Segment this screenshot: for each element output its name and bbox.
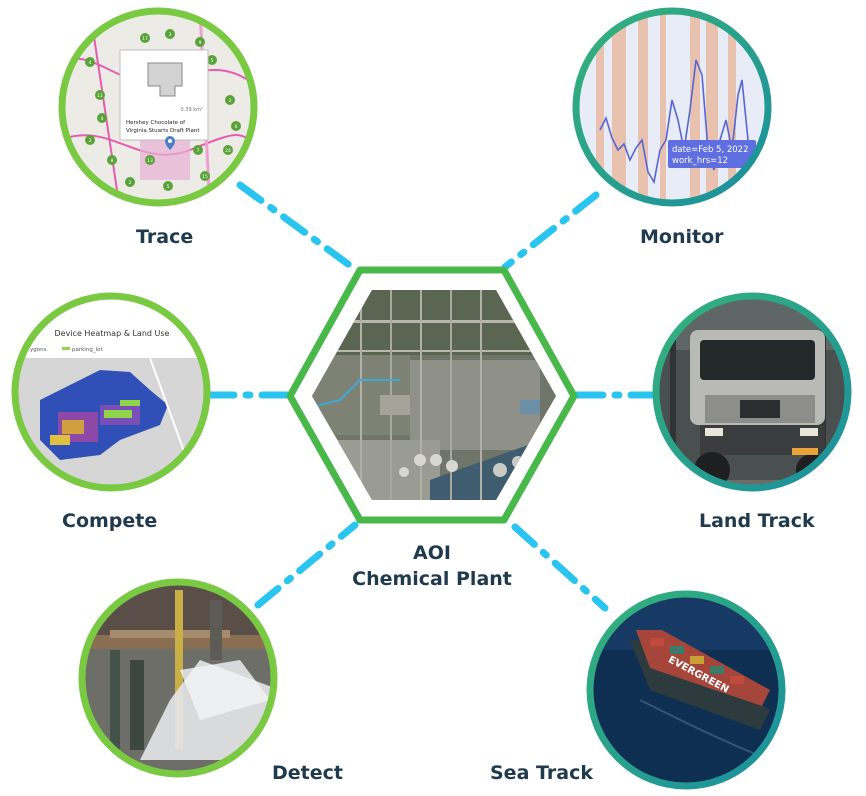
cluster-marker (163, 181, 173, 191)
cluster-marker (85, 57, 95, 67)
compete-chart-title: Device Heatmap & Land Use (55, 329, 170, 338)
label-trace: Trace (136, 226, 194, 248)
cluster-count: 15 (202, 174, 208, 180)
truck-image (656, 296, 848, 488)
cluster-marker (195, 37, 205, 47)
label-land-track: Land Track (699, 510, 815, 532)
land-track-node (652, 292, 852, 492)
compete-legend-left: ygons (30, 347, 47, 353)
monitor-tooltip-line-1: date=Feb 5, 2022 (672, 145, 748, 155)
cluster-marker (125, 177, 135, 187)
center-title: AOI (413, 542, 451, 564)
compete-legend-swatch (62, 347, 70, 350)
cluster-marker (223, 145, 233, 155)
cluster-count: 6 (235, 124, 238, 130)
cluster-count: 5 (167, 184, 170, 190)
monitor-tooltip-line-2: work_hrs=12 (672, 156, 728, 166)
trace-map-image: 417395112624713831525104 0.39 km² Hershe… (62, 11, 254, 203)
cluster-marker (85, 135, 95, 145)
cluster-marker (231, 121, 241, 131)
cluster-count: 17 (142, 36, 148, 42)
cluster-marker (140, 33, 150, 43)
cluster-marker (97, 113, 107, 123)
trace-card-name-1: Hershey Chocolate of (126, 120, 186, 126)
monitor-chart-image: date=Feb 5, 2022 work_hrs=12 (576, 11, 768, 203)
cluster-marker (207, 55, 217, 65)
cluster-count: 4 (89, 60, 92, 66)
cluster-marker (200, 171, 210, 181)
monitor-tooltip (668, 140, 756, 168)
cluster-count: 11 (97, 93, 103, 99)
cluster-count: 4 (101, 116, 104, 122)
center-subtitle: Chemical Plant (352, 568, 512, 590)
cluster-marker (145, 155, 155, 165)
connector-monitor (501, 191, 600, 271)
cluster-count: 8 (111, 158, 114, 164)
cluster-marker (107, 155, 117, 165)
cluster-marker (193, 145, 203, 155)
label-monitor: Monitor (640, 226, 724, 248)
connectors (204, 181, 656, 612)
sea-track-node: EVERGREEN (586, 590, 786, 790)
cluster-marker (225, 95, 235, 105)
cluster-count: 5 (211, 58, 214, 64)
cluster-count: 2 (229, 98, 232, 104)
trace-card-area: 0.39 km² (181, 107, 204, 113)
cluster-marker (95, 90, 105, 100)
center-label: AOI Chemical Plant (332, 540, 532, 592)
compete-node: Device Heatmap & Land Use ygons parking_… (11, 292, 211, 492)
compete-legend-right: parking_lot (72, 347, 103, 353)
map-pin-icon (165, 136, 175, 150)
cluster-count: 7 (197, 148, 200, 154)
label-detect: Detect (272, 762, 343, 784)
cluster-count: 2 (129, 180, 132, 186)
cluster-count: 3 (89, 138, 92, 144)
cluster-count: 24 (225, 148, 231, 154)
cluster-marker (165, 29, 175, 39)
cluster-count: 13 (147, 158, 153, 164)
compete-heatmap-image: Device Heatmap & Land Use ygons parking_… (15, 296, 207, 488)
trace-node: 417395112624713831525104 0.39 km² Hershe… (58, 7, 258, 207)
label-sea-track: Sea Track (490, 762, 593, 784)
monitor-node: date=Feb 5, 2022 work_hrs=12 (572, 7, 772, 207)
site-polygon (147, 62, 183, 97)
trace-card-name-2: Virginia Stuarts Draft Plant (126, 128, 200, 134)
connector-trace (236, 181, 356, 271)
connector-detect (254, 521, 359, 609)
label-compete: Compete (62, 510, 158, 532)
connector-sea-track (511, 523, 609, 612)
cluster-count: 9 (199, 40, 202, 46)
detect-node (78, 578, 278, 778)
center-hexagon (286, 266, 578, 524)
cluster-count: 3 (169, 32, 172, 38)
